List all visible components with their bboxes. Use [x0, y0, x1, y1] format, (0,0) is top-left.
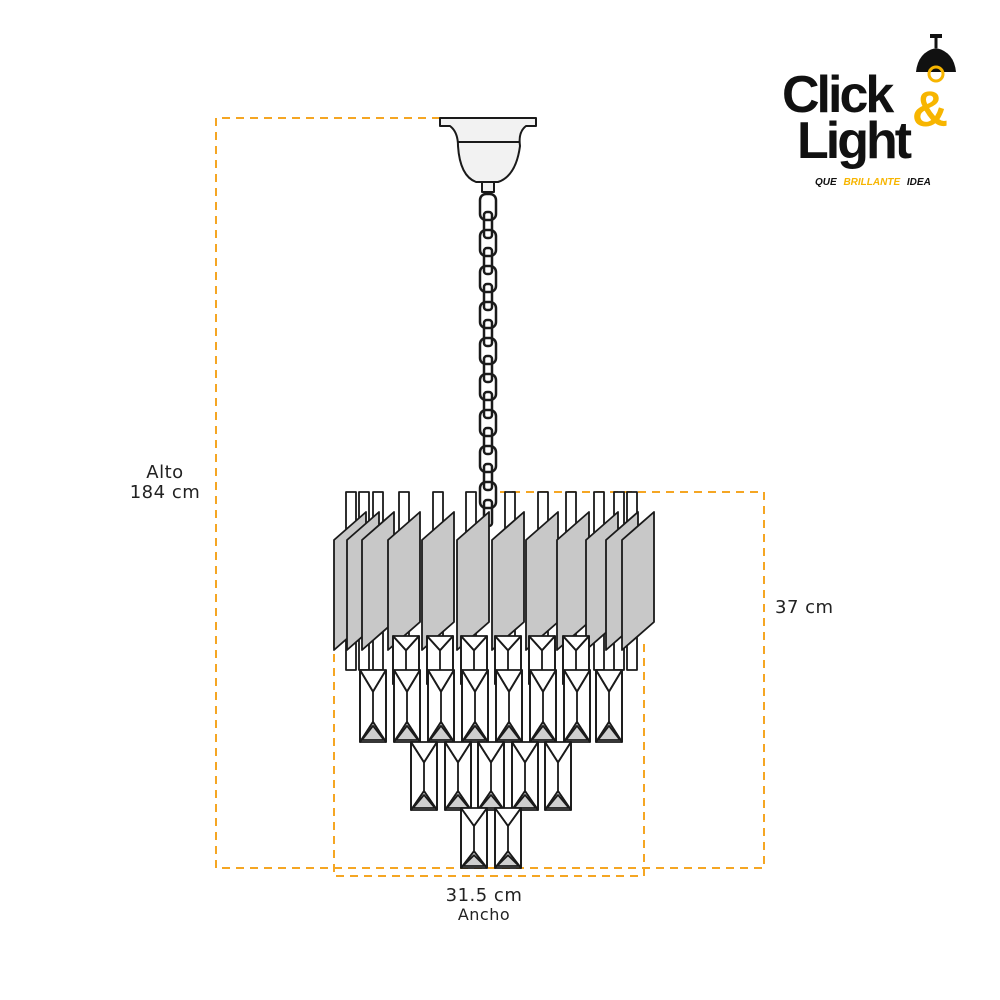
tagline-pre: QUE: [815, 177, 837, 188]
crystal-panel: [456, 511, 490, 651]
prism-crystal: [427, 669, 455, 743]
height-annotation: Alto 184 cm: [110, 463, 220, 503]
prism-side-facets: [460, 807, 488, 869]
brand-tagline: QUE BRILLANTE IDEA: [815, 177, 931, 188]
prism-shadow: [479, 794, 503, 809]
height-dimension-line: [215, 117, 765, 869]
brand-ampersand: &: [912, 81, 948, 137]
crystal-panel: [491, 511, 525, 651]
ceiling-canopy: [439, 117, 537, 193]
prism-shadow: [395, 724, 419, 741]
prism-side-facets: [595, 669, 623, 743]
prism-crystal: [511, 741, 539, 811]
chain-link: [482, 462, 494, 492]
prism-shadow: [565, 724, 589, 741]
chain-link: [478, 264, 498, 294]
chain-link: [482, 354, 494, 384]
prism-side-facets: [563, 669, 591, 743]
prism-shadow: [446, 794, 470, 809]
prism-crystal: [544, 741, 572, 811]
prism-side-facets: [393, 669, 421, 743]
prism-crystal: [494, 807, 522, 869]
chandelier-body: [333, 491, 655, 869]
prism-side-facets: [494, 807, 522, 869]
prism-side-facets: [544, 741, 572, 811]
prism-side-facets: [444, 741, 472, 811]
chain-link: [478, 408, 498, 438]
chain-link: [482, 390, 494, 420]
crystal-panel: [525, 511, 559, 651]
hanging-chain: [478, 192, 498, 528]
width-dimension-line: [333, 640, 645, 877]
prism-side-facets: [427, 669, 455, 743]
prism-shadow: [496, 854, 520, 867]
chain-link: [478, 300, 498, 330]
prism-crystal: [359, 669, 387, 743]
crystal-panel: [387, 511, 421, 651]
chain-link: [478, 192, 498, 222]
prism-crystal: [529, 669, 557, 743]
chain-link: [482, 282, 494, 312]
tagline-post: IDEA: [907, 177, 931, 188]
chain-link: [478, 336, 498, 366]
chain-link: [478, 372, 498, 402]
dimension-lines: [215, 117, 765, 877]
chain-link: [482, 246, 494, 276]
prism-shadow: [597, 724, 621, 741]
width-value: 31.5 cm: [445, 885, 523, 906]
chain-link: [478, 228, 498, 258]
prism-crystal: [477, 741, 505, 811]
prism-side-facets: [461, 669, 489, 743]
chain-link: [482, 318, 494, 348]
prism-side-facets: [477, 741, 505, 811]
prism-side-facets: [529, 669, 557, 743]
prism-shadow: [462, 854, 486, 867]
prism-shadow: [546, 794, 570, 809]
chain-link: [482, 426, 494, 456]
prism-shadow: [429, 724, 453, 741]
height-value: 184 cm: [129, 482, 201, 503]
prism-shadow: [361, 724, 385, 741]
width-label: Ancho: [457, 905, 511, 924]
prism-crystal: [595, 669, 623, 743]
prism-shadow: [497, 724, 521, 741]
prism-shadow: [463, 724, 487, 741]
prism-crystal: [460, 807, 488, 869]
prism-shadow: [513, 794, 537, 809]
prism-side-facets: [511, 741, 539, 811]
width-annotation: 31.5 cm Ancho: [414, 886, 554, 924]
crystal-panel: [621, 511, 655, 651]
prism-crystal: [495, 669, 523, 743]
prism-crystal: [461, 669, 489, 743]
brand-word-click: Click: [782, 66, 894, 124]
prism-crystal: [393, 669, 421, 743]
prism-crystal: [410, 741, 438, 811]
brand-logo: Click Light & QUE BRILLANTE IDEA: [782, 34, 956, 188]
lamp-icon: [916, 34, 956, 83]
prism-shadow: [412, 794, 436, 809]
chain-link: [482, 210, 494, 240]
chain-link: [478, 480, 498, 510]
height-label: Alto: [146, 462, 184, 483]
prism-side-facets: [495, 669, 523, 743]
prism-side-facets: [410, 741, 438, 811]
prism-crystal: [444, 741, 472, 811]
crystal-panel: [556, 511, 590, 651]
brand-word-light: Light: [797, 112, 912, 170]
prism-crystal: [563, 669, 591, 743]
prism-side-facets: [359, 669, 387, 743]
tagline-highlight: BRILLANTE: [843, 177, 900, 188]
crystal-panel: [421, 511, 455, 651]
prism-shadow: [531, 724, 555, 741]
chain-link: [478, 444, 498, 474]
drop-value: 37 cm: [775, 597, 834, 618]
